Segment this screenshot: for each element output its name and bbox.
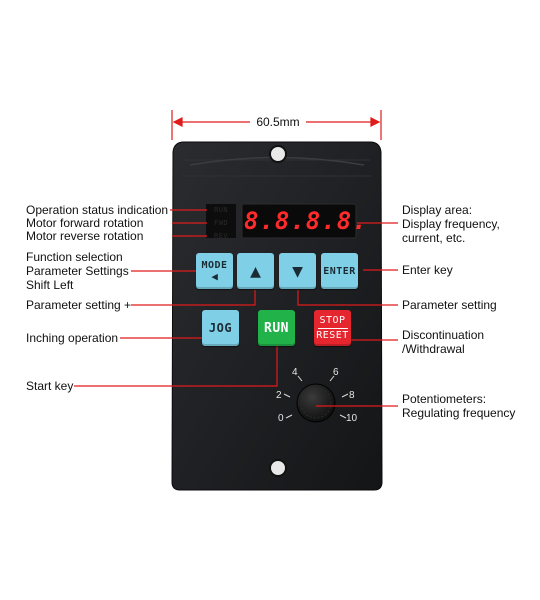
callout-reverse-rotation: Motor reverse rotation <box>26 229 144 243</box>
callout-parameter-settings: Parameter Settings <box>26 264 129 278</box>
triangle-down-icon: ▼ <box>292 260 303 282</box>
stop-label: STOP <box>319 314 346 326</box>
mount-hole-bottom <box>269 459 287 477</box>
run-button[interactable]: RUN <box>258 310 295 346</box>
dial-tick-4: 4 <box>292 367 298 378</box>
up-button[interactable]: ▲ <box>237 253 274 289</box>
callout-potentiometers: Potentiometers: <box>402 392 487 406</box>
jog-button[interactable]: JOG <box>202 310 239 346</box>
callout-function-selection: Function selection <box>26 250 123 264</box>
dial-tick-8: 8 <box>349 390 355 401</box>
stop-reset-button[interactable]: STOP RESET <box>314 310 351 346</box>
enter-button[interactable]: ENTER <box>321 253 358 289</box>
callout-operation-status: Operation status indication <box>26 203 169 217</box>
potentiometer-knob[interactable] <box>296 383 336 423</box>
dial-tick-2: 2 <box>276 390 282 401</box>
display-window <box>206 203 357 239</box>
callout-withdrawal: /Withdrawal <box>402 342 465 356</box>
callout-start-key: Start key <box>26 379 74 393</box>
callout-forward-rotation: Motor forward rotation <box>26 216 144 230</box>
enter-button-label: ENTER <box>323 265 356 277</box>
dial-ticks <box>283 375 349 419</box>
reset-label: RESET <box>316 329 349 341</box>
mode-button[interactable]: MODE ◀ <box>196 253 233 289</box>
dial-tick-6: 6 <box>333 367 339 378</box>
down-button[interactable]: ▼ <box>279 253 316 289</box>
display-readout: 8.8.8.8. <box>244 207 368 235</box>
callout-enter-key: Enter key <box>402 263 453 277</box>
stop-reset-divider <box>317 327 348 329</box>
jog-button-label: JOG <box>208 321 233 335</box>
shift-left-icon: ◀ <box>211 270 218 283</box>
callout-lines <box>74 209 398 407</box>
dial-tick-0: 0 <box>278 413 284 424</box>
dimension-line <box>171 110 382 140</box>
mode-button-label: MODE <box>201 260 228 271</box>
callout-inching-operation: Inching operation <box>26 331 119 345</box>
status-rev-led: REV <box>214 232 229 240</box>
callout-shift-left: Shift Left <box>26 278 74 292</box>
dimension-label: 60.5mm <box>256 115 300 129</box>
callout-parameter-plus: Parameter setting + <box>26 298 132 312</box>
status-run-led: RUN <box>214 206 229 214</box>
callout-display-area: Display area: <box>402 203 473 217</box>
status-fwd-led: FWD <box>214 219 229 227</box>
callout-display-frequency: Display frequency, <box>402 217 500 231</box>
callout-discontinuation: Discontinuation <box>402 328 485 342</box>
mount-hole-top <box>269 145 287 163</box>
callout-regulating-frequency: Regulating frequency <box>402 406 516 420</box>
triangle-up-icon: ▲ <box>250 260 261 282</box>
callout-parameter-setting: Parameter setting <box>402 298 497 312</box>
dial-tick-10: 10 <box>346 413 358 424</box>
run-button-label: RUN <box>264 320 289 336</box>
callout-display-current: current, etc. <box>402 231 466 245</box>
